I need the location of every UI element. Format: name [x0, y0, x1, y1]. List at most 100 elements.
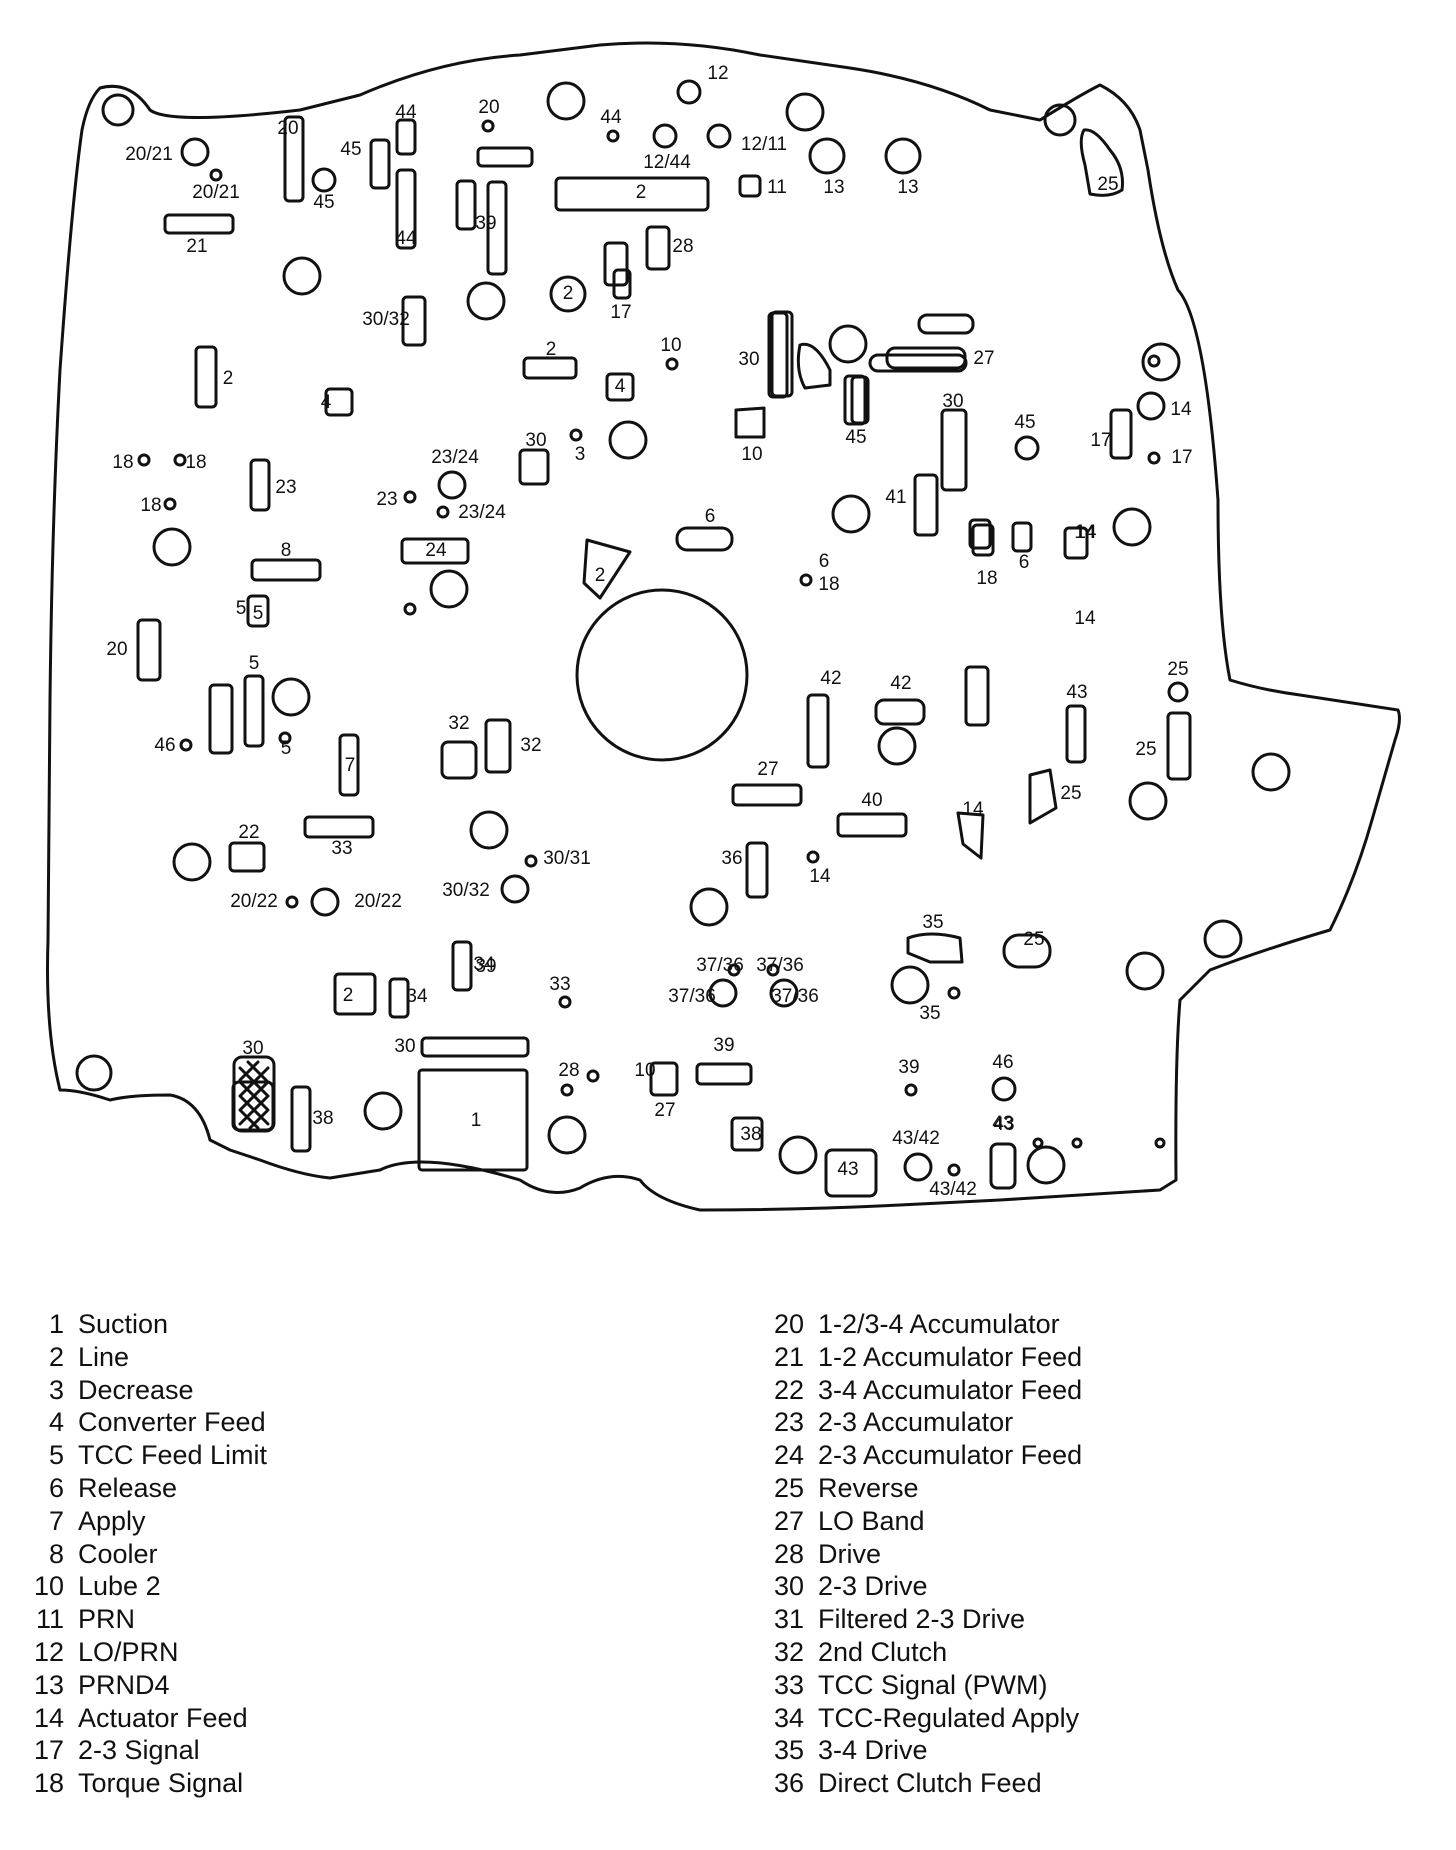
port-label: 42	[820, 668, 841, 689]
ports	[136, 79, 1192, 1198]
port-label: 7	[345, 755, 356, 776]
legend-item: 14 Actuator Feed	[20, 1702, 267, 1735]
port-label: 20/21	[192, 182, 240, 203]
legend-number: 21	[773, 1341, 804, 1372]
port-label: 4	[321, 392, 332, 413]
port-label: 6	[705, 506, 716, 527]
legend-label: LO Band	[818, 1505, 925, 1536]
port-label: 2	[223, 368, 234, 389]
port-label: 2	[343, 985, 354, 1006]
port-label: 6	[819, 551, 830, 572]
port-label: 2	[636, 182, 647, 203]
valve-body-outline	[46, 41, 1401, 1212]
legend-item: 23 2-3 Accumulator	[760, 1406, 1082, 1439]
legend-number: 14	[33, 1702, 64, 1733]
port-label: 17	[1090, 430, 1111, 451]
legend-label: 3-4 Accumulator Feed	[818, 1374, 1083, 1405]
port-label: 1	[471, 1110, 482, 1131]
port-label: 20	[478, 97, 499, 118]
legend-number: 30	[773, 1571, 804, 1602]
port-label: 42	[890, 673, 911, 694]
legend-number: 34	[773, 1702, 804, 1733]
port-label: 20/21	[125, 144, 173, 165]
port-label: 39	[475, 213, 496, 234]
legend-label: PRND4	[78, 1669, 170, 1700]
legend-number: 23	[773, 1407, 804, 1438]
port-label: 30	[942, 391, 963, 412]
legend-item: 34 TCC-Regulated Apply	[760, 1702, 1082, 1735]
port-label: 43/42	[929, 1179, 977, 1200]
legend-number: 8	[48, 1538, 64, 1569]
port-label: 40	[861, 790, 882, 811]
legend-item: 6 Release	[20, 1472, 267, 1505]
legend-number: 18	[33, 1768, 64, 1799]
port-label: 2	[595, 565, 606, 586]
port-label: 37/36	[668, 986, 716, 1007]
port-label: 45	[340, 139, 361, 160]
port-label: 34	[406, 986, 428, 1007]
port-label: 27	[757, 759, 778, 780]
legend-label: Direct Clutch Feed	[818, 1768, 1042, 1799]
port-label: 33	[549, 974, 570, 995]
legend-label: PRN	[78, 1604, 136, 1635]
legend-number: 20	[773, 1309, 804, 1339]
port-label: 25	[1060, 783, 1081, 804]
port-label: 8	[281, 540, 292, 561]
port-label: 28	[558, 1060, 579, 1081]
port-label: 10	[741, 444, 762, 465]
port-label: 14	[1170, 399, 1192, 420]
port-label: 23	[376, 489, 397, 510]
port-label: 6	[1019, 552, 1030, 573]
port-label: 14	[1074, 522, 1096, 543]
legend-number: 17	[33, 1735, 64, 1766]
port-label: 35	[919, 1003, 940, 1024]
legend-number: 5	[48, 1440, 64, 1471]
filter-screen	[232, 1055, 276, 1133]
legend-label: Release	[78, 1472, 178, 1503]
legend-number: 2	[48, 1341, 64, 1372]
port-label: 43	[993, 1114, 1014, 1135]
legend-label: LO/PRN	[78, 1636, 179, 1667]
legend-number: 35	[773, 1735, 804, 1766]
legend-label: TCC-Regulated Apply	[818, 1702, 1080, 1733]
port-label: 18	[976, 568, 997, 589]
legend-label: Suction	[78, 1309, 169, 1339]
port-label: 14	[809, 866, 831, 887]
legend-number: 12	[33, 1636, 64, 1667]
port-label: 28	[672, 236, 693, 257]
legend-label: 3-4 Drive	[818, 1735, 928, 1766]
legend-number: 7	[48, 1505, 64, 1536]
legend-label: 2nd Clutch	[818, 1636, 948, 1667]
port-label: 17	[610, 302, 631, 323]
legend-label: Actuator Feed	[78, 1702, 248, 1733]
port-label: 38	[312, 1108, 333, 1129]
legend-number: 25	[773, 1472, 804, 1503]
port-label: 39	[475, 956, 496, 977]
port-label: 44	[395, 102, 417, 123]
port-label: 30/32	[362, 309, 410, 330]
port-label: 30/32	[442, 880, 490, 901]
valve-body-diagram: 1222222344555566678101010111212/1112/441…	[46, 41, 1401, 1212]
legend-item: 12 LO/PRN	[20, 1636, 267, 1669]
suction-port	[417, 1068, 529, 1172]
port-label: 20	[106, 639, 127, 660]
legend-label: Line	[78, 1341, 130, 1372]
legend-number: 6	[48, 1472, 64, 1503]
legend-label: 2-3 Signal	[78, 1735, 200, 1766]
legend-label: 2-3 Accumulator	[818, 1407, 1014, 1438]
port-label: 25	[1097, 174, 1118, 195]
port-label: 30	[394, 1036, 415, 1057]
legend-number: 10	[33, 1571, 64, 1602]
